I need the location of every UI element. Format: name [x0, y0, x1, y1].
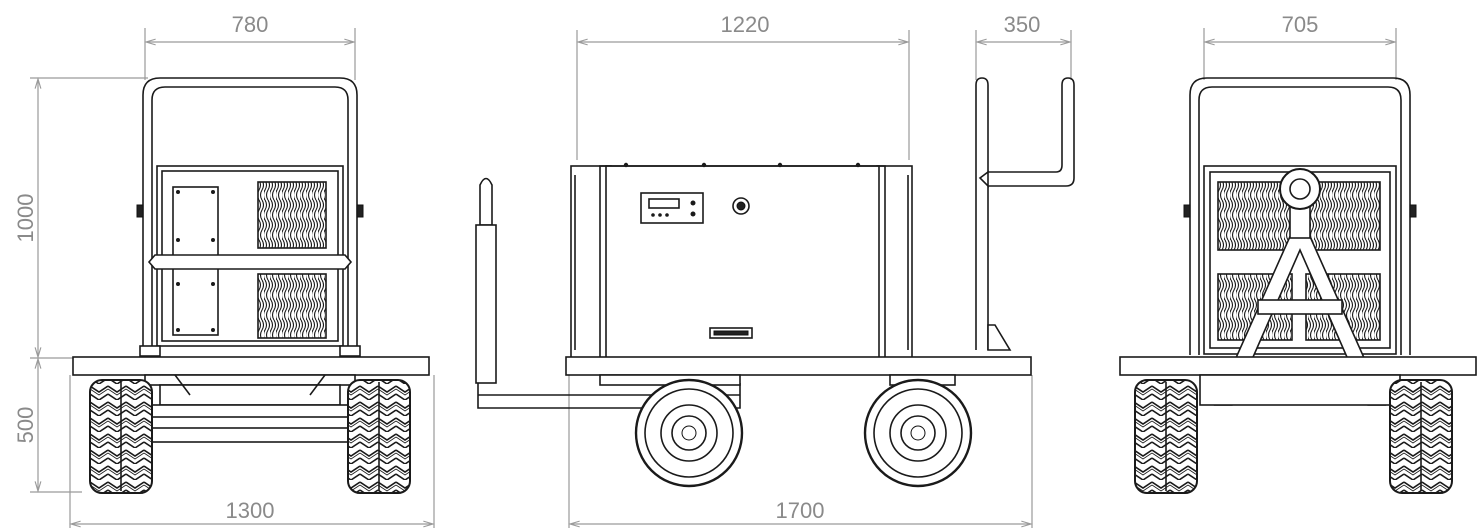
dim-label-1000: 1000	[13, 194, 38, 243]
dim-label-350: 350	[1004, 12, 1041, 37]
dimension-front-height: 1000	[13, 77, 148, 359]
dim-label-780: 780	[232, 12, 269, 37]
dimension-front-base-height: 500	[13, 357, 82, 493]
dim-label-705: 705	[1282, 12, 1319, 37]
dimension-rear-width: 705	[1203, 12, 1397, 80]
rear-view	[1119, 77, 1477, 494]
dimension-side-handle: 350	[975, 12, 1072, 80]
dimension-side-total: 1700	[568, 375, 1033, 528]
dim-label-1700: 1700	[776, 498, 825, 523]
dim-label-1220: 1220	[721, 12, 770, 37]
dimension-front-width: 780	[144, 12, 356, 80]
dimension-front-track: 1300	[69, 375, 435, 528]
dim-label-500: 500	[13, 407, 38, 444]
dimension-side-enclosure: 1220	[576, 12, 910, 160]
dim-label-1300: 1300	[226, 498, 275, 523]
side-view	[475, 77, 1075, 488]
front-view	[72, 77, 430, 494]
